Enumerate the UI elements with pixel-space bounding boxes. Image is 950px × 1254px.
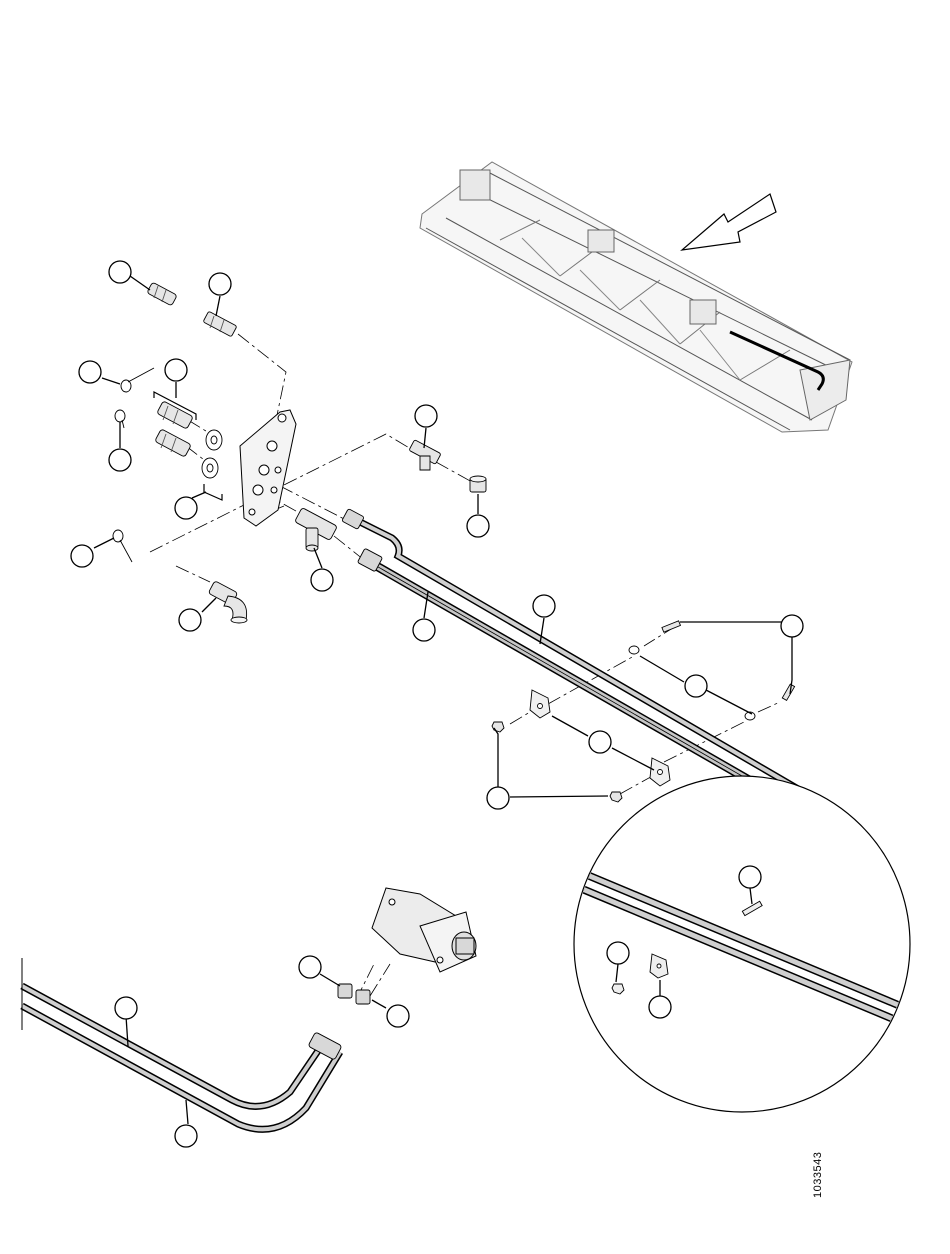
callout-hose-b [413,619,435,641]
callout-coupler-pair [165,359,187,381]
washers [202,430,222,478]
header-frame-overview [420,162,852,432]
mounting-plate [240,410,296,526]
callout-washer-pair [175,497,197,519]
elbow-fitting [208,581,247,623]
callout-hose-lower-b [175,1125,197,1147]
view-direction-arrow [682,194,776,250]
hose-bundle-lower [22,986,340,1129]
coupler-lower [155,429,192,457]
callout-hose-lower-a [115,997,137,1019]
straight-adapter-top [203,311,237,337]
lower-hose-fittings [308,984,370,1060]
callout-washer-flat [685,675,707,697]
hydraulic-motor [372,888,476,972]
cap [470,476,486,492]
coupler-upper [157,401,194,429]
callout-motor-fitting-b [387,1005,409,1027]
callout-tee-fitting-upper [415,405,437,427]
callout-elbow-fitting [179,609,201,631]
callout-quick-coupler-a [109,261,131,283]
callout-clip-upper [79,361,101,383]
callout-motor-fitting-a [299,956,321,978]
callout-lock-nut-pair [487,787,509,809]
hose-end-fittings [342,509,383,572]
tee-fitting-lower [295,508,338,551]
callout-bolt-pair [781,615,803,637]
callout-clip-lower [109,449,131,471]
callout-tee-fitting-lower [311,569,333,591]
quick-coupler-top [147,282,177,306]
figure-number: 1033543 [812,1138,826,1198]
callout-hose-a [533,595,555,617]
callout-detail-nut [607,942,629,964]
callout-detail-bolt [739,866,761,888]
callout-detail-clamp [649,996,671,1018]
callout-cap [467,515,489,537]
callout-clip-bottom [71,545,93,567]
callout-adapter-straight-a [209,273,231,295]
callout-hose-clamp [589,731,611,753]
